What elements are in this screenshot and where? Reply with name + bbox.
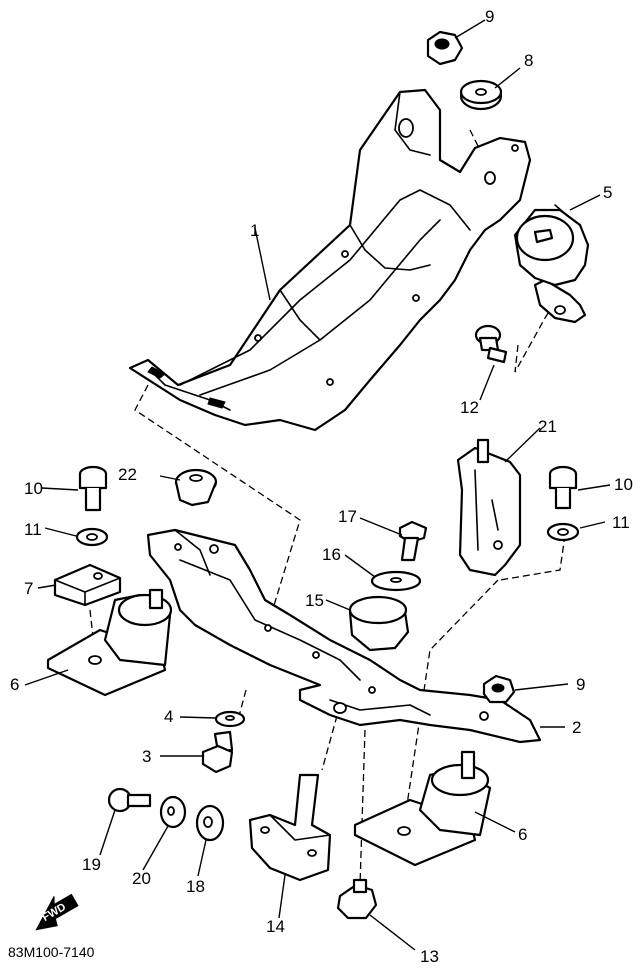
part-14-stay [248,773,332,882]
callout-10-right: 10 [614,475,633,494]
leader-lines [24,19,611,951]
callout-3: 3 [142,747,151,766]
callout-11-right: 11 [612,513,630,532]
part-11-washer-right [546,522,580,542]
callout-17: 17 [338,507,357,526]
part-4-washer [214,710,246,728]
callout-13: 13 [420,947,439,966]
part-6-engine-mount-right [353,750,492,867]
part-11-washer-left [75,527,109,547]
callout-11-left: 11 [24,520,42,539]
part-6-engine-mount-left [46,588,173,697]
callout-9-top: 9 [485,7,494,26]
fwd-arrow-icon: FWD [35,893,79,931]
part-8-washer-top [459,79,503,111]
callout-21: 21 [538,417,557,436]
part-17-bolt [398,520,428,562]
callout-8: 8 [524,51,533,70]
part-12-bolt [474,324,508,364]
part-10-bolt-left [78,465,108,512]
callout-1: 1 [250,221,259,240]
callout-20: 20 [132,869,151,888]
part-21-bracket [456,438,522,577]
part-22-grommet [174,468,218,507]
part-20-washer [159,795,187,829]
part-9-nut-lower [482,674,516,704]
callout-9-lower: 9 [576,675,585,694]
callout-10-left: 10 [24,479,43,498]
part-15-damper [348,595,410,652]
part-9-nut-top [426,30,464,66]
callout-12: 12 [460,398,479,417]
callout-numbers: 9 8 5 1 12 21 22 10 10 11 11 17 7 16 15 … [10,7,633,966]
diagram-code: 83M100-7140 [8,944,95,960]
callout-2: 2 [572,718,581,737]
callout-15: 15 [305,591,324,610]
callout-19: 19 [82,855,101,874]
part-18-washer [195,804,225,842]
part-3-bolt [201,730,234,774]
callout-22: 22 [118,465,137,484]
callout-16: 16 [322,545,341,564]
callout-5: 5 [603,183,612,202]
part-16-washer [370,570,422,592]
part-7-spacer-plate [53,563,122,607]
part-2-crossmember [146,528,542,744]
part-5-rubber-mount [513,204,590,324]
callout-7: 7 [24,579,33,598]
part-1-skid-plate [128,88,532,432]
part-10-bolt-right [548,465,578,510]
callout-6-right: 6 [518,825,527,844]
part-13-nut [336,878,378,920]
part-19-bolt [107,787,152,813]
callout-14: 14 [266,917,285,936]
callout-6-left: 6 [10,675,19,694]
callout-18: 18 [186,877,205,896]
callout-4: 4 [164,707,173,726]
